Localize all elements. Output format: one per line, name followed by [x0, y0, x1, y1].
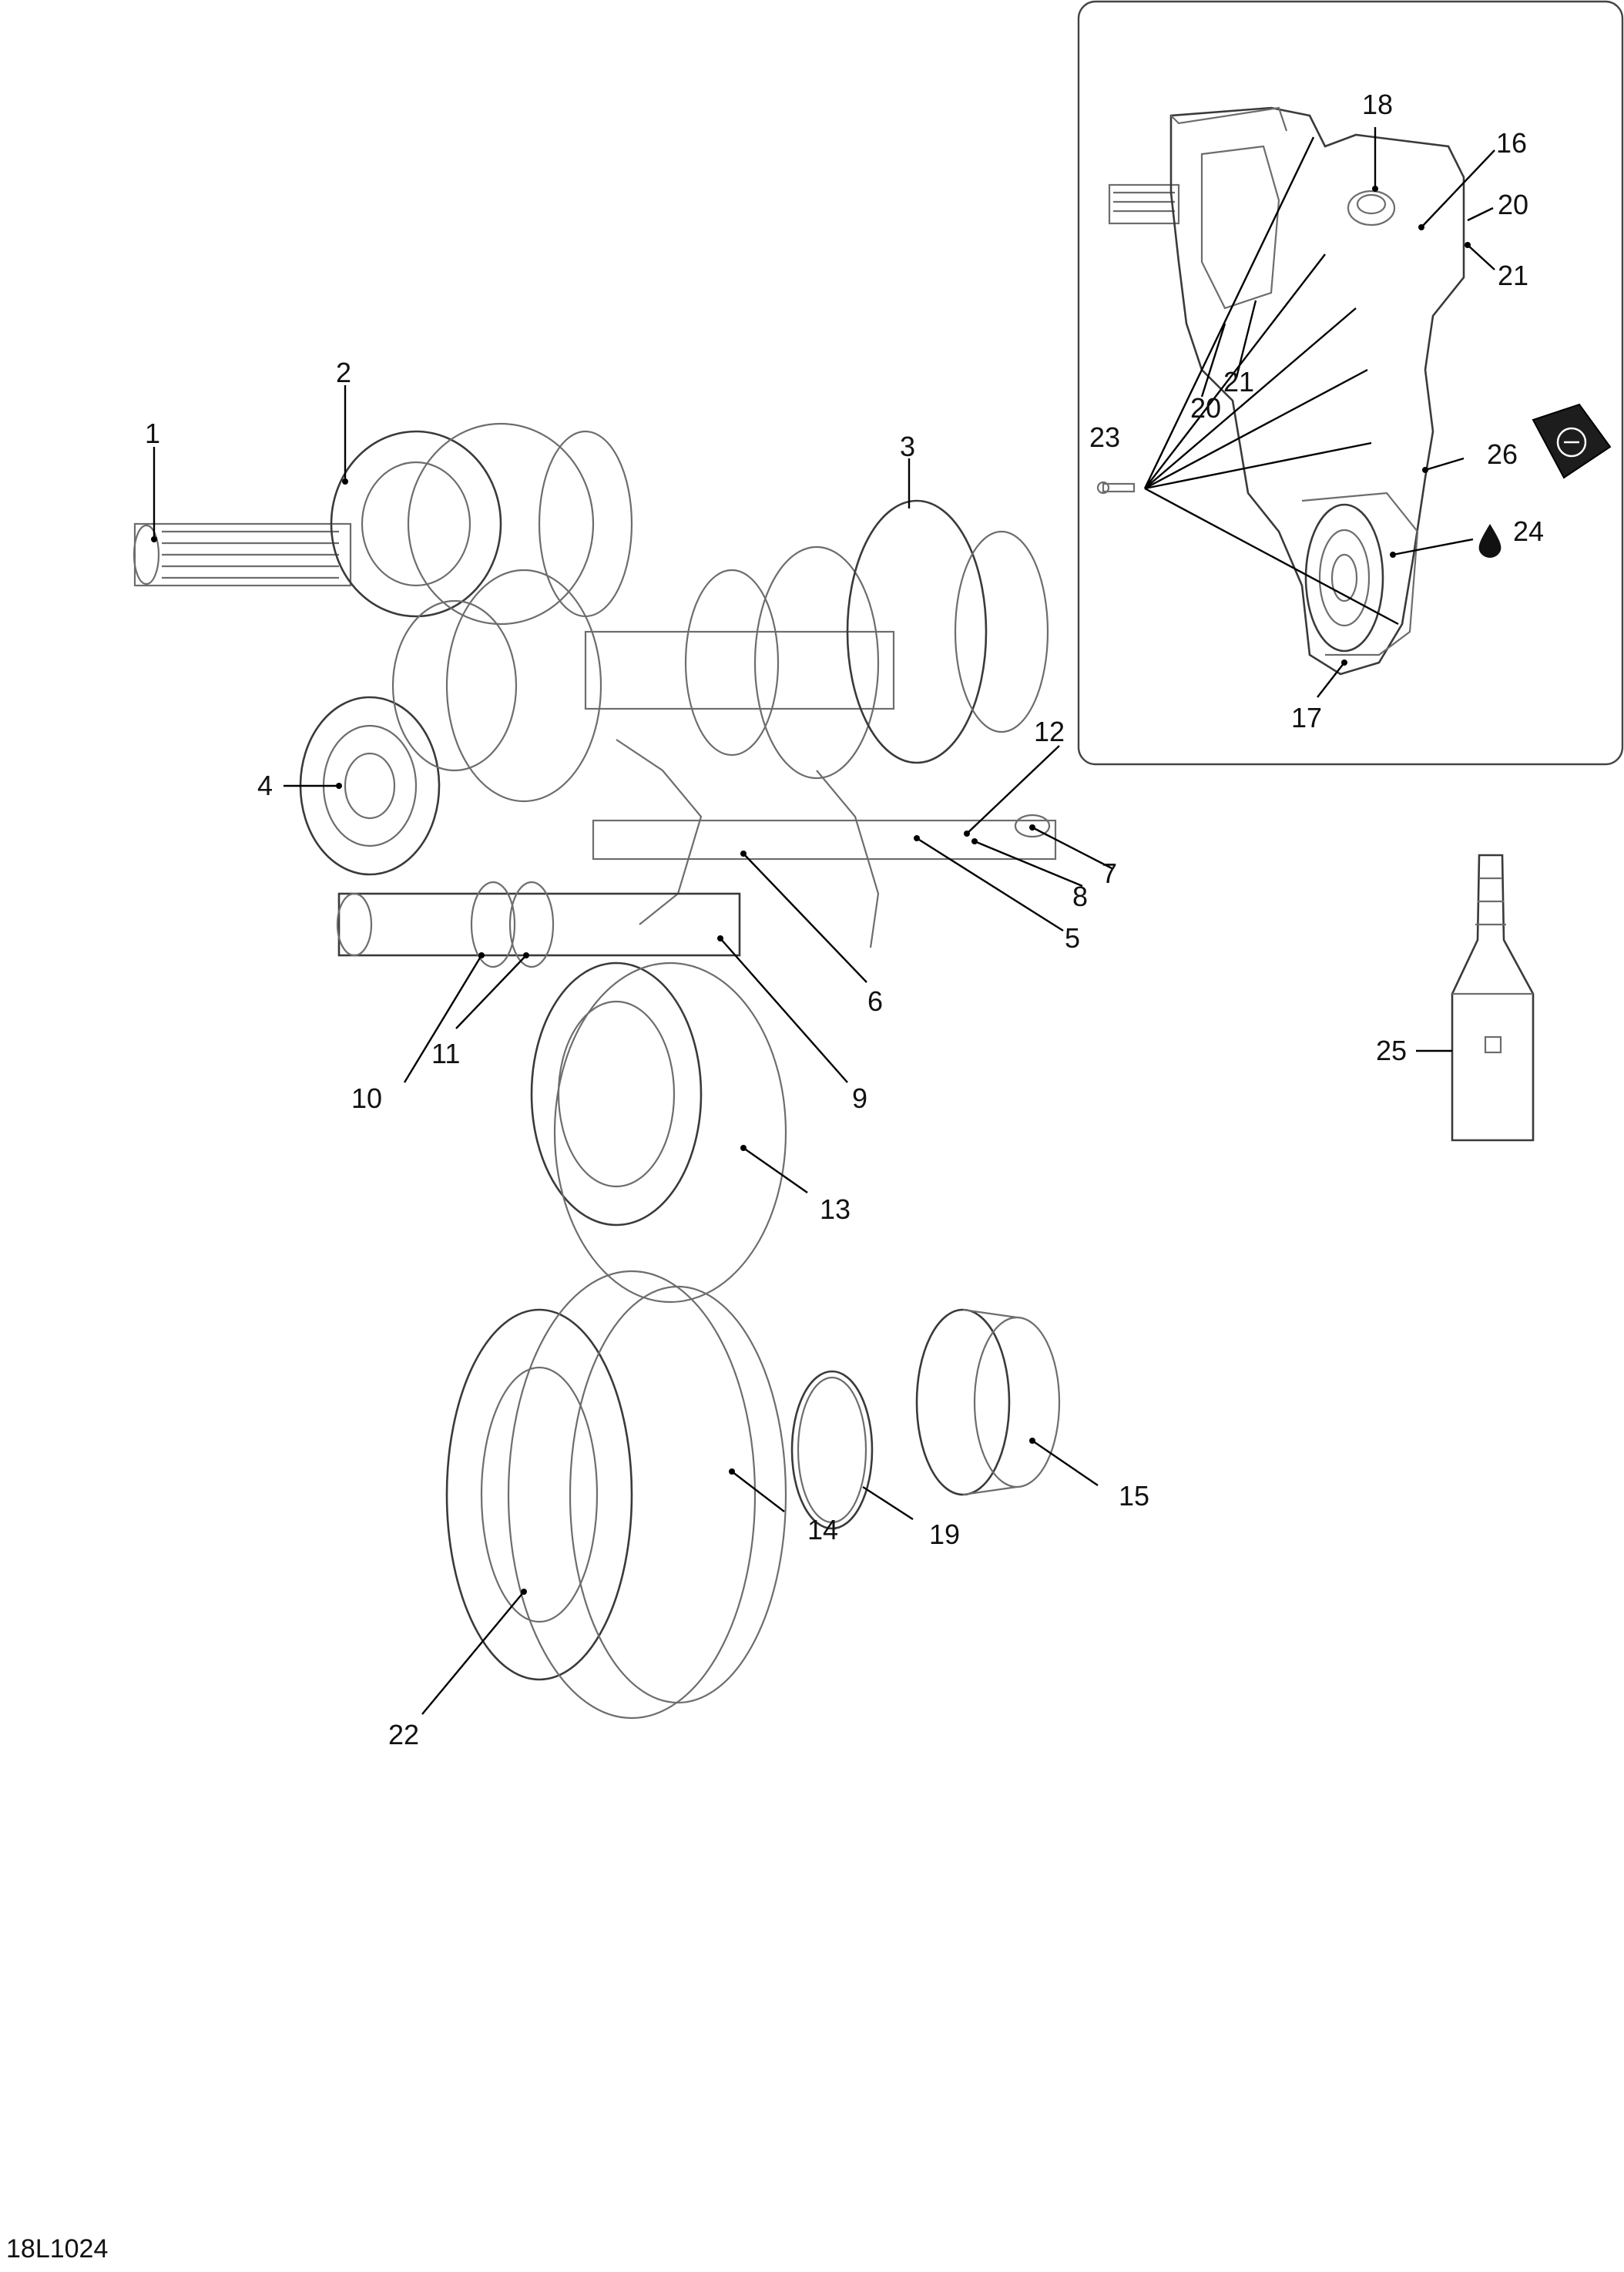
- callout-14: 14: [807, 1514, 838, 1545]
- callout-25: 25: [1376, 1035, 1407, 1066]
- callout-3: 3: [900, 431, 915, 462]
- callout-11: 11: [431, 1038, 460, 1069]
- callout-17: 17: [1291, 702, 1322, 733]
- callout-12: 12: [1034, 716, 1065, 747]
- callout-23: 23: [1089, 421, 1120, 453]
- gear-assembly-drawing: [133, 422, 1061, 1720]
- callout-8: 8: [1072, 881, 1088, 912]
- callout-2: 2: [336, 357, 351, 388]
- callout-20-right: 20: [1498, 189, 1528, 220]
- callout-18: 18: [1362, 89, 1393, 120]
- oil-drop-icon: [1478, 524, 1502, 558]
- lubricant-bottle-drawing: [1451, 854, 1535, 1142]
- inset-shaft-drawing: [1108, 183, 1180, 225]
- callout-6: 6: [867, 985, 883, 1017]
- callout-1: 1: [145, 418, 160, 449]
- callout-26: 26: [1487, 438, 1518, 470]
- callout-24: 24: [1513, 515, 1544, 547]
- callout-4: 4: [257, 770, 273, 801]
- callout-16: 16: [1496, 127, 1527, 159]
- callout-20-left: 20: [1190, 392, 1221, 424]
- callout-13: 13: [820, 1193, 851, 1225]
- housing-inset: 18 16 20 21 21 20 23 26 24 17: [1077, 0, 1624, 766]
- callout-21-right: 21: [1498, 260, 1528, 291]
- callout-22: 22: [388, 1719, 419, 1750]
- callout-21-left: 21: [1223, 366, 1254, 398]
- callout-19: 19: [929, 1519, 960, 1550]
- drawing-code: 18L1024: [6, 2234, 109, 2264]
- callout-5: 5: [1065, 922, 1080, 954]
- inset-screw-drawing: [1096, 481, 1136, 495]
- inset-housing-drawing: [1169, 106, 1465, 676]
- callout-15: 15: [1119, 1480, 1149, 1512]
- grease-packet-icon: [1532, 403, 1612, 479]
- callout-7: 7: [1102, 857, 1117, 889]
- callout-9: 9: [852, 1082, 867, 1114]
- callout-10: 10: [351, 1082, 382, 1114]
